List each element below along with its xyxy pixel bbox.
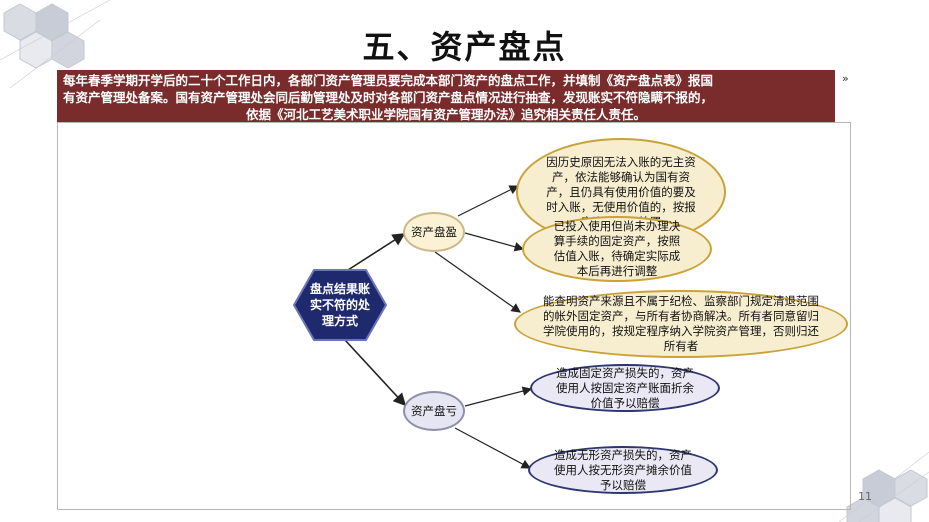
arrow-gain-to-item-2: [464, 232, 525, 252]
arrow-gain-to-item-1: [457, 185, 520, 217]
arrow-loss-to-item-2: [454, 427, 532, 469]
root-node-label: 盘点结果账实不符的处理方式: [309, 282, 370, 328]
banner-line-3: 依据《河北工艺美术职业学院国有资产管理办法》追究相关责任人责任。: [245, 107, 646, 122]
diagram-frame: [57, 122, 851, 510]
loss-item-2: 造成无形资产损失的，资产使用人按无形资产摊余价值予以赔偿: [528, 446, 718, 494]
node-asset-loss: 资产盘亏: [403, 391, 465, 431]
banner-description: 每年春季学期开学后的二十个工作日内，各部门资产管理员要完成本部门资产的盘点工作，…: [57, 70, 835, 122]
arrow-root-to-loss: [344, 339, 407, 407]
arrow-gain-to-item-3: [434, 251, 521, 313]
slide-title: 五、资产盘点: [362, 28, 567, 66]
root-hexagon-shape: [292, 269, 388, 341]
quote-marker: »: [842, 72, 849, 85]
gain-item-3: 能查明资产来源且不属于纪检、监察部门规定清退范围的帐外固定资产，与所有者协商解决…: [514, 290, 848, 358]
loss-item-1: 造成固定资产损失的，资产使用人按固定资产账面折余价值予以赔偿: [530, 364, 720, 412]
arrow-root-to-gain: [347, 233, 406, 271]
banner-line-1: 每年春季学期开学后的二十个工作日内，各部门资产管理员要完成本部门资产的盘点工作，…: [63, 73, 714, 88]
gain-item-2: 已投入使用但尚未办理决算手续的固定资产，按照估值入账，待确定实际成本后再进行调整: [522, 216, 712, 282]
page-number: 11: [858, 490, 872, 503]
arrow-loss-to-item-1: [464, 386, 533, 407]
banner-line-2: 有资产管理处备案。国有资产管理处会同后勤管理处及时对各部门资产盘点情况进行抽查，…: [63, 90, 714, 105]
node-asset-gain: 资产盘盈: [403, 212, 465, 252]
